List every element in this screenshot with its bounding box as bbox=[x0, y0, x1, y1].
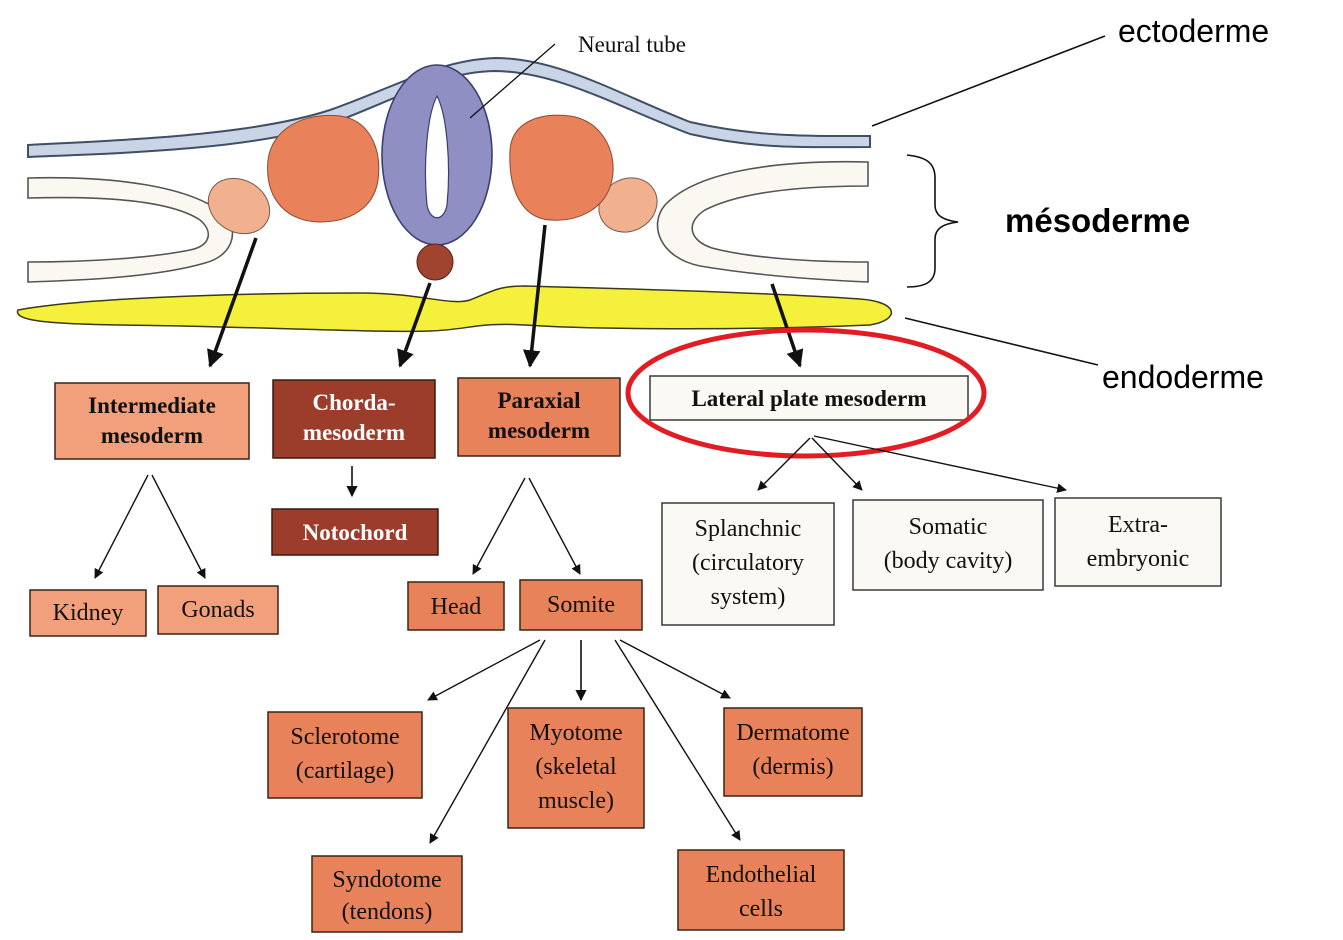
paraxial-mesoderm-right bbox=[510, 115, 613, 220]
chorda-line-2: mesoderm bbox=[303, 420, 405, 445]
chorda-line-1: Chorda- bbox=[312, 390, 395, 415]
intermediate-line-2: mesoderm bbox=[101, 423, 203, 448]
intermediate-line-1: Intermediate bbox=[88, 393, 216, 418]
sclerotome-box: Sclerotome (cartilage) bbox=[268, 712, 422, 798]
endoderm-pointer bbox=[905, 318, 1098, 365]
splanchnic-line-1: Splanchnic bbox=[695, 516, 802, 542]
head-box: Head bbox=[408, 582, 504, 630]
somite-label: Somite bbox=[547, 592, 615, 618]
splanchnic-line-3: system) bbox=[711, 584, 786, 610]
lateral-plate-mesoderm-box: Lateral plate mesoderm bbox=[650, 376, 968, 420]
endoderm-label: endoderme bbox=[1102, 359, 1264, 395]
arrow-lateral-extra bbox=[814, 436, 1066, 490]
dermatome-box: Dermatome (dermis) bbox=[724, 708, 862, 796]
myotome-line-3: muscle) bbox=[538, 788, 614, 814]
endothelial-line-1: Endothelial bbox=[706, 862, 817, 888]
sclerotome-line-1: Sclerotome bbox=[290, 724, 399, 750]
myotome-box: Myotome (skeletal muscle) bbox=[508, 708, 644, 828]
kidney-label: Kidney bbox=[53, 600, 124, 626]
endothelial-line-2: cells bbox=[739, 896, 783, 922]
mesoderm-brace bbox=[907, 155, 958, 287]
syndotome-line-1: Syndotome bbox=[332, 867, 441, 893]
chordamesoderm-box: Chorda- mesoderm bbox=[273, 380, 435, 458]
paraxial-line-2: mesoderm bbox=[488, 418, 590, 443]
arrow-paraxial-head bbox=[473, 478, 525, 574]
endothelial-box: Endothelial cells bbox=[678, 850, 844, 930]
gonads-box: Gonads bbox=[158, 586, 278, 634]
dermatome-line-2: (dermis) bbox=[752, 754, 833, 780]
lateral-plate-left bbox=[28, 178, 232, 282]
notochord-box: Notochord bbox=[272, 509, 438, 555]
lateral-line-1: Lateral plate mesoderm bbox=[691, 386, 926, 411]
splanchnic-box: Splanchnic (circulatory system) bbox=[662, 503, 834, 625]
somatic-line-2: (body cavity) bbox=[884, 548, 1013, 574]
neural-tube-label: Neural tube bbox=[578, 32, 686, 57]
extra-line-2: embryonic bbox=[1087, 546, 1190, 572]
kidney-box: Kidney bbox=[30, 590, 146, 636]
extra-embryonic-box: Extra- embryonic bbox=[1055, 498, 1221, 586]
ectoderm-pointer bbox=[872, 36, 1105, 126]
arrow-lateral-splanchnic bbox=[758, 438, 810, 490]
intermediate-mesoderm-box: Intermediate mesoderm bbox=[55, 383, 249, 459]
endoderm-layer bbox=[17, 286, 891, 331]
myotome-line-1: Myotome bbox=[529, 720, 622, 746]
somatic-box: Somatic (body cavity) bbox=[853, 500, 1043, 590]
mesoderm-label: mésoderme bbox=[1005, 202, 1190, 239]
arrow-intermediate-gonads bbox=[152, 475, 205, 578]
paraxial-mesoderm-left bbox=[268, 115, 379, 222]
extra-line-1: Extra- bbox=[1108, 512, 1168, 538]
dermatome-line-1: Dermatome bbox=[736, 720, 849, 746]
myotome-line-2: (skeletal bbox=[535, 754, 617, 780]
sclerotome-line-2: (cartilage) bbox=[296, 758, 395, 784]
notochord-dot bbox=[417, 244, 453, 280]
arrow-somite-dermatome bbox=[620, 640, 730, 698]
notochord-label: Notochord bbox=[303, 520, 408, 545]
ectoderm-label: ectoderme bbox=[1118, 13, 1269, 49]
arrow-paraxial-somite bbox=[529, 478, 580, 574]
head-label: Head bbox=[431, 594, 482, 620]
syndotome-line-2: (tendons) bbox=[342, 899, 433, 925]
syndotome-box: Syndotome (tendons) bbox=[312, 856, 462, 932]
gonads-label: Gonads bbox=[181, 597, 254, 623]
paraxial-line-1: Paraxial bbox=[497, 388, 580, 413]
arrow-somite-sclerotome bbox=[428, 640, 540, 700]
splanchnic-line-2: (circulatory bbox=[692, 550, 804, 576]
somatic-line-1: Somatic bbox=[909, 514, 988, 540]
arrow-intermediate-kidney bbox=[95, 475, 148, 578]
arrow-lateral-somatic bbox=[812, 438, 862, 490]
somite-box: Somite bbox=[520, 580, 642, 630]
paraxial-mesoderm-box: Paraxial mesoderm bbox=[458, 378, 620, 456]
neural-tube-pointer bbox=[470, 44, 555, 118]
lateral-plate-right bbox=[658, 162, 868, 282]
